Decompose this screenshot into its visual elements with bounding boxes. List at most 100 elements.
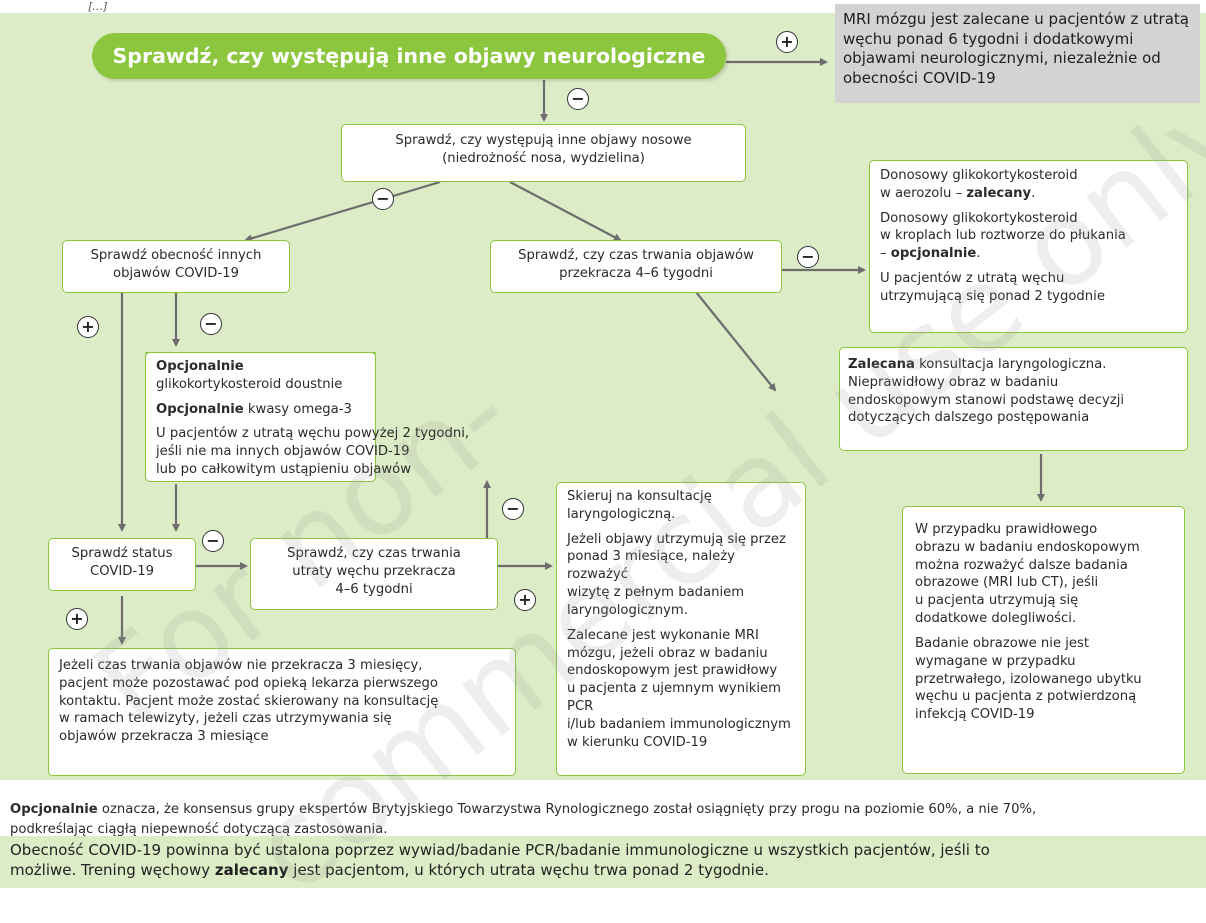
bottom-note-line-2: możliwe. Trening węchowy zalecany jest p… [10,860,1196,880]
refer-p3-b: mózgu, jeżeli obraz w badaniu [567,645,768,661]
optional-p2-bold: Opcjonalnie [156,401,244,417]
footnote-line-2: podkreślając ciągłą niepewność dotyczącą… [10,822,388,838]
refer-p3-e: i/lub badaniem immunologicznym [567,716,791,732]
connector-arrows [118,58,1045,645]
duration-mid-box: Sprawdź, czy czas trwania utraty węchu p… [250,538,498,610]
duration-mid-line-3: 4–6 tygodni [335,581,413,597]
nasal-symptoms-box: Sprawdź, czy występują inne objawy nosow… [341,124,746,182]
steroid-p1-a: Donosowy glikokortykosteroid [880,168,1078,183]
imaging-p1-b: obrazu w badaniu endoskopowym [915,539,1140,555]
imaging-p2-b: wymagane w przypadku [915,653,1076,669]
mri-recommendation-box: MRI mózgu jest zalecane u pacjentów z ut… [835,4,1200,103]
intranasal-steroid-box: Donosowy glikokortykosteroid w aerozolu –… [869,160,1188,333]
covid-symptoms-line-1: Sprawdź obecność innych [90,248,262,263]
refer-p2-b: ponad 3 miesiące, należy rozważyć [567,549,735,583]
arrow-nasal-to-duration [509,181,622,241]
imaging-p2-c: przetrwałego, izolowanego ubytku [915,671,1142,687]
nasal-line-2: (niedrożność nosa, wydzielina) [442,150,645,166]
plus-sign: + [77,316,99,338]
ent-consultation-box: Zalecana konsultacja laryngologiczna. Ni… [839,347,1188,451]
bottom-note-line-1: Obecność COVID-19 powinna być ustalona p… [10,841,990,859]
optional-p3-a: U pacjentów z utratą węchu powyżej 2 tyg… [156,426,470,442]
bottom-note-bold: zalecany [214,861,289,880]
imaging-p1-e: u pacjenta utrzymują się [915,593,1079,609]
optional-p3-b: jeśli nie ma innych objawów COVID-19 [156,444,410,460]
arrow-nasal-to-covid [244,180,441,243]
refer-p2-d: laryngologicznym. [567,602,688,618]
ent-line-3: endoskopowym stanowi podstawę decyzji [848,392,1125,408]
plus-sign: + [776,31,798,53]
minus-sign: − [202,530,224,552]
imaging-p1-d: obrazowe (MRI lub CT), jeśli [915,575,1099,591]
minus-sign: − [200,313,222,335]
top-fragment: […] [88,0,108,13]
plus-sign: + [514,589,536,611]
duration-top-line-1: Sprawdź, czy czas trwania objawów [518,248,754,263]
imaging-p1-a: W przypadku prawidłowego [915,522,1098,537]
bottom-note: Obecność COVID-19 powinna być ustalona p… [0,836,1206,888]
minus-sign: − [567,88,589,110]
duration-mid-line-1: Sprawdź, czy czas trwania [287,546,461,561]
steroid-p2-a: Donosowy glikokortykosteroid [880,210,1078,226]
steroid-p1-b: w aerozolu – [880,185,967,201]
footnote-rest: oznacza, że konsensus grupy ekspertów Br… [97,802,1037,817]
imaging-p2-a: Badanie obrazowe nie jest [915,635,1090,651]
imaging-p1-c: można rozważyć dalsze badania [915,557,1128,573]
covid-symptoms-line-2: objawów COVID-19 [113,265,239,281]
optional-p1-rest: glikokortykosteroid doustnie [156,376,343,392]
optional-p1-bold: Opcjonalnie [156,359,244,374]
steroid-p3-a: U pacjentów z utratą węchu [880,271,1065,287]
footnote-bold: Opcjonalnie [10,802,98,817]
steroid-p2-end: . [976,246,981,262]
steroid-p2-b: w kroplach lub roztworze do płukania [880,228,1126,244]
ent-bold: Zalecana [848,357,915,372]
duration-top-line-2: przekracza 4–6 tygodni [559,265,713,281]
optional-p2-rest: kwasy omega-3 [243,401,352,417]
steroid-p1-bold: zalecany [966,185,1032,201]
gp-line-3: kontaktu. Pacjent może zostać skierowany… [59,693,439,709]
minus-sign: − [502,498,524,520]
optional-therapy-content: Opcjonalnie glikokortykosteroid doustnie… [145,352,469,482]
ent-line-1: Zalecana konsultacja laryngologiczna. [848,356,1179,374]
duration-top-box: Sprawdź, czy czas trwania objawów przekr… [490,240,782,293]
gp-care-box: Jeżeli czas trwania objawów nie przekrac… [48,648,516,776]
steroid-p2-c: – [880,246,891,262]
refer-p3-a: Zalecane jest wykonanie MRI [567,627,759,643]
refer-p1-b: laryngologiczną. [567,506,676,522]
steroid-p2-bold: opcjonalnie [890,246,977,262]
ent-rest: konsultacja laryngologiczna. [914,357,1107,372]
optional-p3-c: lub po całkowitym ustąpieniu objawów [156,462,412,478]
minus-sign: − [372,188,394,210]
ent-line-2: Nieprawidłowy obraz w badaniu [848,374,1059,390]
steroid-p1-end: . [1031,185,1036,201]
imaging-p2-e: infekcją COVID-19 [915,707,1035,723]
refer-p2-c: wizytę z pełnym badaniem [567,585,745,601]
status-line-1: Sprawdź status [71,546,173,561]
header-box-neurological: Sprawdź, czy występują inne objawy neuro… [92,33,726,79]
bottom-note-l2-a: możliwe. Trening węchowy [10,861,215,880]
steroid-p3-b: utrzymującą się ponad 2 tygodnie [880,288,1105,304]
refer-p3-d: u pacjenta z ujemnym wynikiem PCR [567,681,782,714]
covid-symptoms-box: Sprawdź obecność innych objawów COVID-19 [62,240,290,293]
plus-sign: + [66,608,88,630]
imaging-p1-f: dodatkowe dolegliwości. [915,611,1077,627]
gp-line-4: w ramach telewizyty, jeżeli czas utrzymy… [59,711,392,727]
ent-line-4: dotyczących dalszego postępowania [848,410,1090,426]
refer-p2-a: Jeżeli objawy utrzymują się przez [567,531,786,547]
refer-p1-a: Skieruj na konsultację [567,489,712,504]
bottom-note-l2-b: jest pacjentom, u których utrata węchu t… [288,861,769,880]
nasal-line-1: Sprawdź, czy występują inne objawy nosow… [395,133,692,148]
footnote: Opcjonalnie oznacza, że konsensus grupy … [10,800,1206,841]
minus-sign: − [797,246,819,268]
refer-p3-c: endoskopowym jest prawidłowy [567,663,778,679]
duration-mid-line-2: utraty węchu przekracza [292,563,456,579]
refer-p3-f: w kierunku COVID-19 [567,734,708,750]
imaging-p2-d: węchu u pacjenta z potwierdzoną [915,689,1137,705]
arrow-duration-to-ent [695,291,777,392]
footnote-line-1: Opcjonalnie oznacza, że konsensus grupy … [10,800,1206,820]
status-line-2: COVID-19 [90,563,154,579]
gp-line-1: Jeżeli czas trwania objawów nie przekrac… [59,658,423,673]
ent-referral-box: Skieruj na konsultację laryngologiczną. J… [556,482,806,776]
gp-line-5: objawów przekracza 3 miesiące [59,729,269,745]
covid-status-box: Sprawdź status COVID-19 [48,538,196,591]
